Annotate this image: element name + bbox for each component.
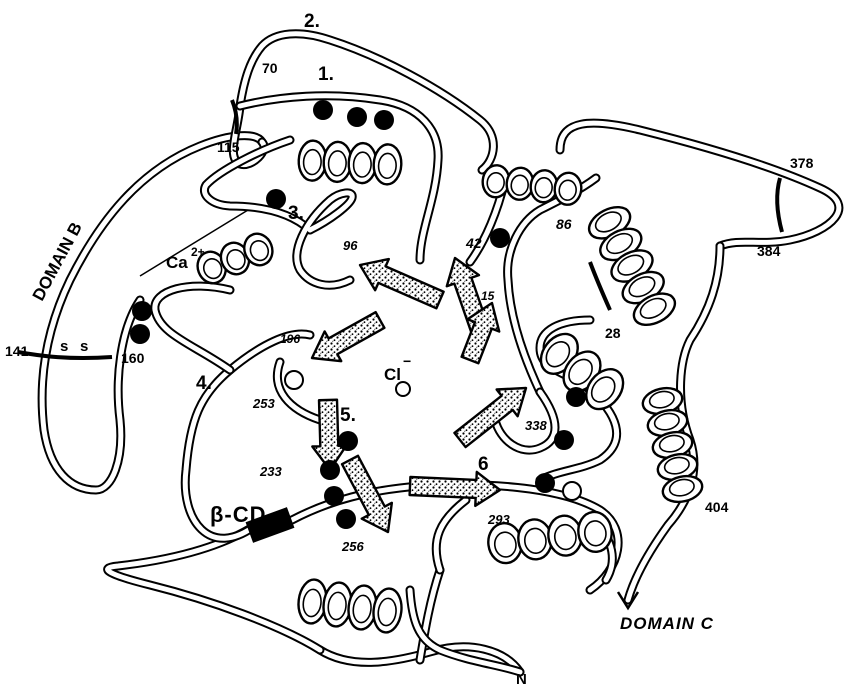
site-number-3: 3. — [288, 203, 304, 224]
site-dot — [132, 301, 152, 321]
n-terminus-label: N — [516, 671, 527, 686]
helix-top — [298, 140, 402, 185]
site-dot — [347, 107, 367, 127]
domain-c-label: DOMAIN C — [620, 614, 714, 633]
site-dot — [338, 431, 358, 451]
residue-28: 28 — [605, 325, 621, 341]
strand-338 — [454, 388, 526, 447]
site-dot — [490, 228, 510, 248]
loop-segment — [277, 362, 320, 420]
residue-293: 293 — [487, 512, 510, 527]
calcium-charge: 2+ — [191, 245, 205, 259]
chloride-charge: − — [403, 353, 411, 369]
residue-384: 384 — [757, 243, 781, 259]
loop-segment — [436, 500, 466, 570]
calcium-label: Ca — [166, 253, 188, 272]
strand-96 — [360, 259, 444, 308]
site-dot — [566, 387, 586, 407]
strand-196 — [312, 312, 384, 361]
residue-141: 141 — [5, 343, 29, 359]
residue-86: 86 — [556, 216, 572, 232]
residue-196: 196 — [280, 332, 300, 346]
loop-segment — [108, 525, 320, 650]
site-dot — [313, 100, 333, 120]
residue-15: 15 — [481, 289, 495, 303]
site-number-5: 5. — [340, 405, 356, 426]
residue-42: 42 — [465, 235, 482, 251]
site-number-4: 4. — [196, 373, 212, 394]
site-dot — [374, 110, 394, 130]
site-dot — [535, 473, 555, 493]
site-number-6: 6 — [478, 454, 489, 475]
residue-233: 233 — [259, 464, 282, 479]
residue-253: 253 — [252, 396, 275, 411]
loop-backbone — [42, 34, 839, 672]
residue-378: 378 — [790, 155, 814, 171]
residue-115: 115 — [217, 139, 240, 155]
strand-293 — [410, 472, 500, 506]
site-dot — [130, 324, 150, 344]
site-dot — [320, 460, 340, 480]
residue-404: 404 — [705, 499, 729, 515]
residue-256: 256 — [341, 539, 364, 554]
loop-segment — [155, 286, 230, 370]
site-number-1: 1. — [318, 64, 334, 85]
chloride-ion-marker — [396, 382, 410, 396]
residue-70: 70 — [262, 60, 278, 76]
calcium-ion-marker — [285, 371, 303, 389]
helix-right — [584, 201, 680, 331]
site-dot — [554, 430, 574, 450]
chloride-label: Cl — [384, 365, 401, 384]
site-dot — [324, 486, 344, 506]
disulfide-s1: s — [60, 338, 68, 355]
helix-calcium — [193, 230, 277, 288]
site-number-2: 2. — [304, 11, 320, 32]
residue-160: 160 — [121, 350, 145, 366]
residue-96: 96 — [343, 238, 358, 253]
site-dot — [336, 509, 356, 529]
beta-cd-label: β-CD — [210, 502, 267, 527]
open-site-marker — [563, 482, 581, 500]
residue-338: 338 — [525, 418, 547, 433]
disulfide-s2: s — [80, 338, 88, 355]
helix-bottom — [296, 578, 404, 634]
site-dot — [266, 189, 286, 209]
